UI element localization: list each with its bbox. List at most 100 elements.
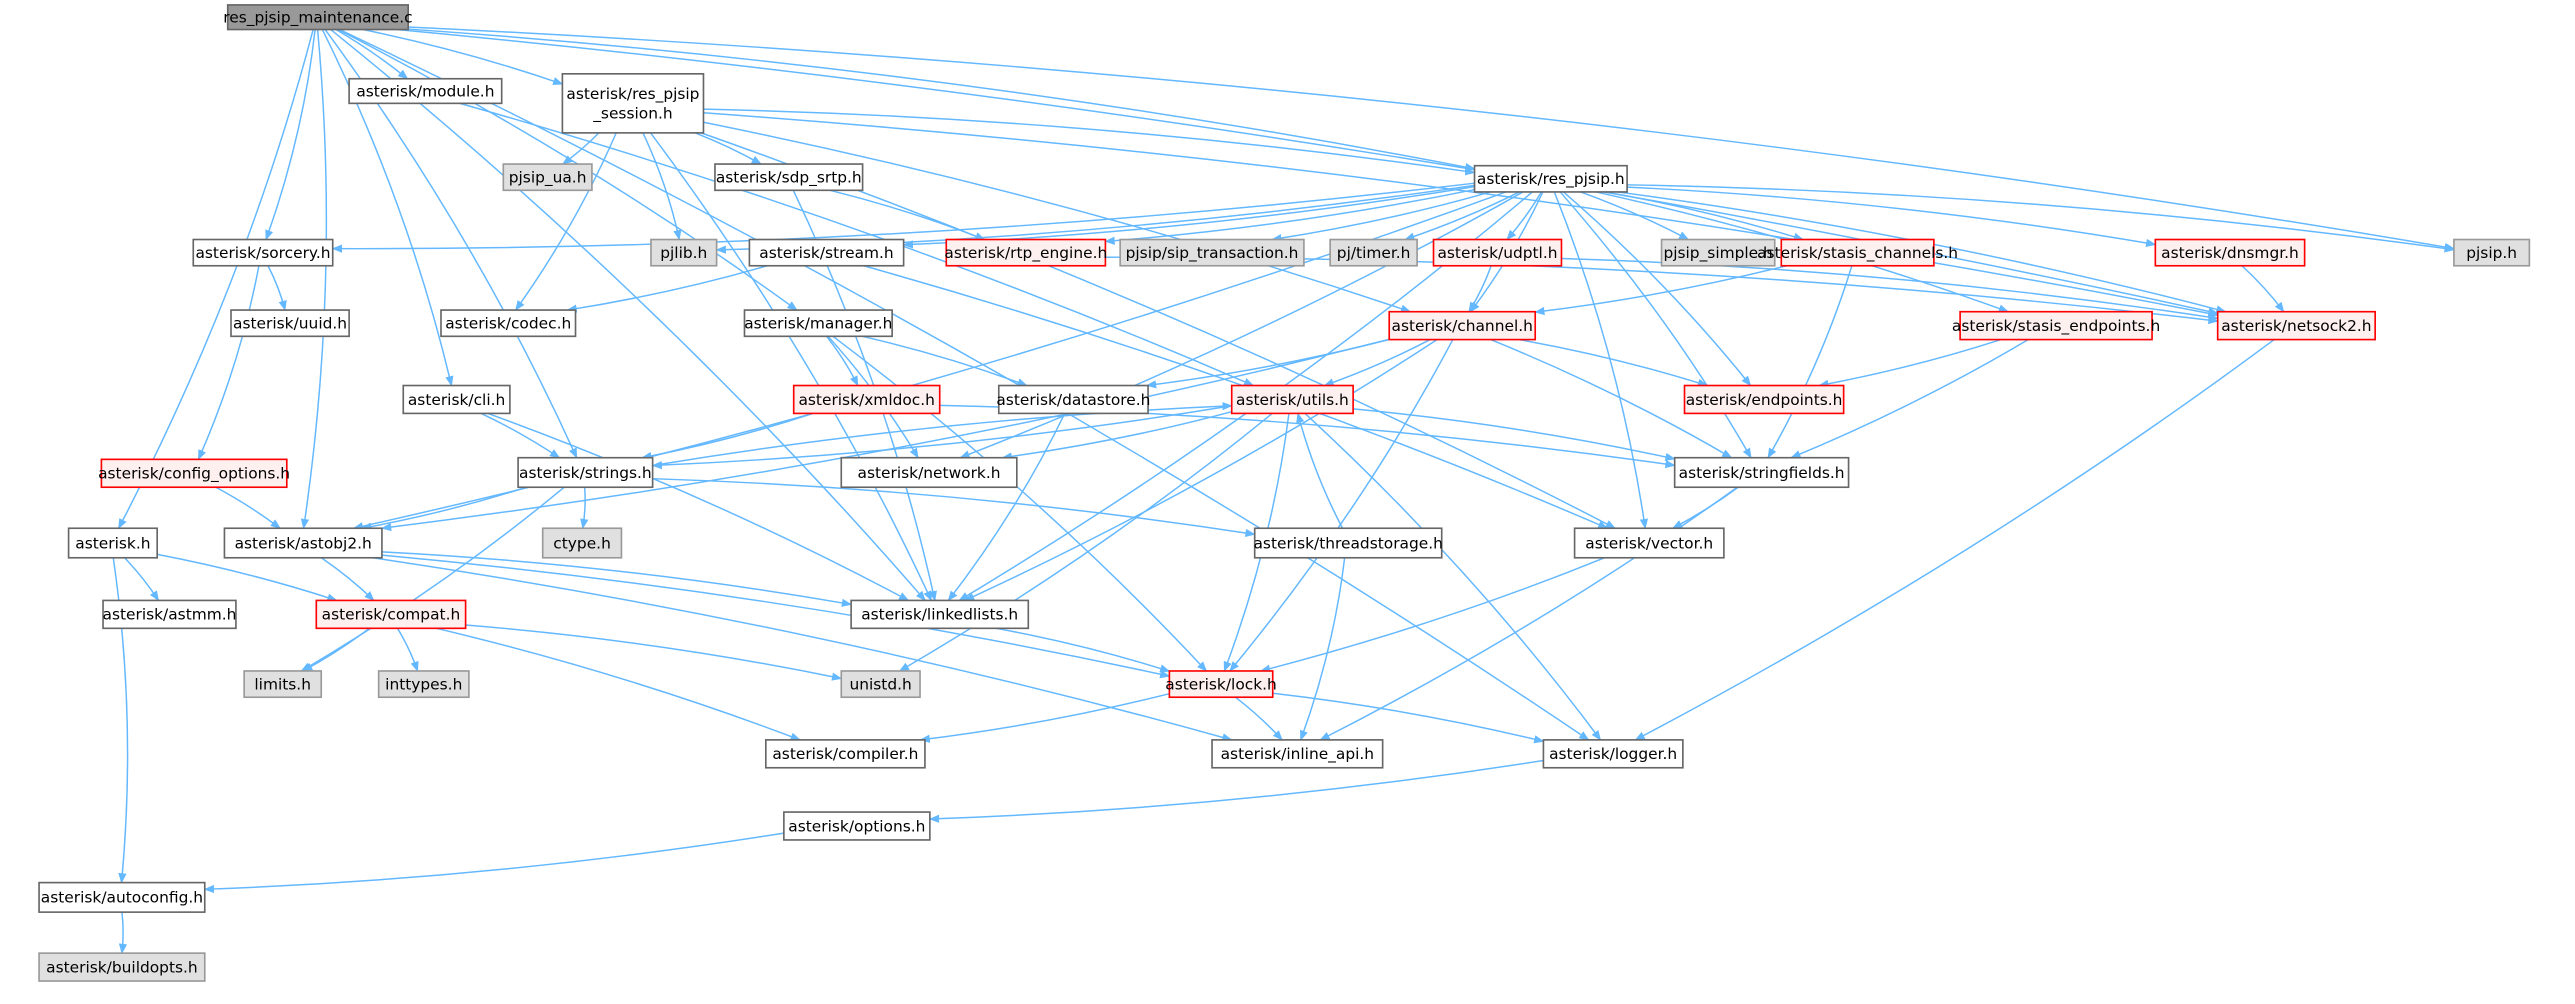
node-netsock2[interactable]: asterisk/netsock2.h xyxy=(2216,310,2376,341)
node-box xyxy=(1473,164,1628,193)
node-label: asterisk/utils.h xyxy=(1236,391,1349,409)
node-main[interactable]: res_pjsip_maintenance.c xyxy=(223,4,413,31)
node-uuid[interactable]: asterisk/uuid.h xyxy=(230,309,350,338)
node-stasis_endpoints[interactable]: asterisk/stasis_endpoints.h xyxy=(1952,310,2160,341)
edge-autoconfig-to-buildopts xyxy=(118,912,128,955)
node-sdp_srtp[interactable]: asterisk/sdp_srtp.h xyxy=(714,163,864,192)
edge-res_pjsip-to-stream xyxy=(902,185,1475,249)
edge-res_pjsip-to-pjsip xyxy=(1627,184,2455,253)
node-box xyxy=(192,238,334,267)
node-label: asterisk/codec.h xyxy=(445,315,571,333)
node-manager[interactable]: asterisk/manager.h xyxy=(743,309,893,338)
node-inline_api[interactable]: asterisk/inline_api.h xyxy=(1211,739,1384,769)
node-compiler[interactable]: asterisk/compiler.h xyxy=(764,739,926,769)
edge-res_pjsip-to-rtp_engine xyxy=(1104,188,1475,245)
node-dnsmgr[interactable]: asterisk/dnsmgr.h xyxy=(2154,238,2306,267)
nodes-layer: res_pjsip_maintenance.c asterisk/module.h… xyxy=(38,4,2531,982)
node-box xyxy=(1959,310,2153,341)
node-label: asterisk/dnsmgr.h xyxy=(2161,244,2299,262)
node-vector[interactable]: asterisk/vector.h xyxy=(1573,527,1725,559)
node-linkedlists[interactable]: asterisk/linkedlists.h xyxy=(850,599,1030,630)
node-inttypes: inttypes.h xyxy=(377,670,470,699)
node-codec[interactable]: asterisk/codec.h xyxy=(440,309,577,338)
node-label: asterisk/xmldoc.h xyxy=(798,391,934,409)
node-compat[interactable]: asterisk/compat.h xyxy=(315,599,467,630)
node-box xyxy=(226,4,409,31)
node-box xyxy=(502,163,593,192)
edge-module-to-utils xyxy=(459,102,1255,387)
node-label: asterisk/uuid.h xyxy=(233,315,347,333)
edge-stream-to-codec xyxy=(566,265,768,313)
node-box xyxy=(67,527,158,559)
node-module[interactable]: asterisk/module.h xyxy=(348,77,503,105)
node-label: _session.h xyxy=(592,105,672,124)
node-label: asterisk/astobj2.h xyxy=(235,534,372,552)
node-options[interactable]: asterisk/options.h xyxy=(783,811,931,841)
node-box xyxy=(230,309,350,338)
node-utils[interactable]: asterisk/utils.h xyxy=(1230,384,1354,415)
node-asterisk[interactable]: asterisk.h xyxy=(67,527,158,559)
node-box xyxy=(315,599,467,630)
node-threadstorage[interactable]: asterisk/threadstorage.h xyxy=(1253,527,1443,559)
edge-compat-to-unistd xyxy=(465,624,843,681)
node-label: asterisk/vector.h xyxy=(1585,534,1713,552)
edge-channel-to-stringfields xyxy=(1490,338,1733,459)
edge-session-to-sdp_srtp xyxy=(695,132,762,165)
edge-res_pjsip-to-dnsmgr xyxy=(1627,186,2157,248)
node-cli[interactable]: asterisk/cli.h xyxy=(402,384,511,415)
node-astobj2[interactable]: asterisk/astobj2.h xyxy=(223,527,383,559)
edge-stasis_channels-to-stringfields xyxy=(1767,265,1853,459)
node-box xyxy=(997,384,1149,415)
node-box xyxy=(2154,238,2306,267)
edges-layer xyxy=(112,26,2455,955)
node-box xyxy=(650,238,718,267)
node-astmm[interactable]: asterisk/astmm.h xyxy=(102,599,237,630)
edge-lock-to-logger xyxy=(1272,692,1545,744)
node-stringfields[interactable]: asterisk/stringfields.h xyxy=(1673,456,1850,489)
node-sorcery[interactable]: asterisk/sorcery.h xyxy=(192,238,334,267)
node-box xyxy=(1329,238,1418,267)
node-box xyxy=(714,163,864,192)
node-label: ctype.h xyxy=(553,534,611,552)
node-box xyxy=(764,739,926,769)
edge-main-to-cli xyxy=(321,29,454,387)
node-lock[interactable]: asterisk/lock.h xyxy=(1165,670,1277,699)
edge-threadstorage-to-inline_api xyxy=(1300,557,1346,741)
node-udptl[interactable]: asterisk/udptl.h xyxy=(1432,238,1563,267)
node-network[interactable]: asterisk/network.h xyxy=(840,456,1018,489)
node-session[interactable]: asterisk/res_pjsip_session.h xyxy=(561,73,705,134)
edge-main-to-sorcery xyxy=(265,29,316,241)
edge-session-to-channel xyxy=(703,121,1412,313)
node-xmldoc[interactable]: asterisk/xmldoc.h xyxy=(792,384,941,415)
node-rtp_engine[interactable]: asterisk/rtp_engine.h xyxy=(944,238,1107,267)
node-box xyxy=(243,670,323,699)
node-endpoints[interactable]: asterisk/endpoints.h xyxy=(1683,384,1845,415)
node-datastore[interactable]: asterisk/datastore.h xyxy=(996,384,1150,415)
node-res_pjsip[interactable]: asterisk/res_pjsip.h xyxy=(1473,164,1628,193)
node-autoconfig[interactable]: asterisk/autoconfig.h xyxy=(38,881,206,913)
edge-res_pjsip-to-pjsip_simple xyxy=(1580,191,1690,241)
node-limits: limits.h xyxy=(243,670,323,699)
node-box xyxy=(945,238,1107,267)
node-channel[interactable]: asterisk/channel.h xyxy=(1388,310,1537,341)
edge-stringfields-to-inline_api xyxy=(1319,486,1738,741)
edge-asterisk-to-astmm xyxy=(124,557,160,602)
node-stream[interactable]: asterisk/stream.h xyxy=(748,238,905,267)
node-strings[interactable]: asterisk/strings.h xyxy=(517,456,654,489)
node-label: asterisk/channel.h xyxy=(1392,317,1533,335)
edge-session-to-res_pjsip xyxy=(703,108,1476,176)
node-label: pjsip/sip_transaction.h xyxy=(1126,244,1299,263)
node-label: asterisk/stasis_channels.h xyxy=(1757,244,1958,263)
node-box xyxy=(1253,527,1443,559)
node-config_options[interactable]: asterisk/config_options.h xyxy=(98,458,290,489)
node-label: asterisk/buildopts.h xyxy=(46,958,198,976)
node-buildopts: asterisk/buildopts.h xyxy=(38,952,206,982)
node-box xyxy=(1542,739,1684,769)
edge-utils-to-logger xyxy=(1304,412,1602,741)
edge-strings-to-ctype xyxy=(580,487,589,530)
edge-main-to-manager xyxy=(337,28,798,311)
node-box xyxy=(517,456,654,489)
node-stasis_channels[interactable]: asterisk/stasis_channels.h xyxy=(1757,238,1958,267)
edge-channel-to-utils xyxy=(1323,338,1431,387)
node-logger[interactable]: asterisk/logger.h xyxy=(1542,739,1684,769)
